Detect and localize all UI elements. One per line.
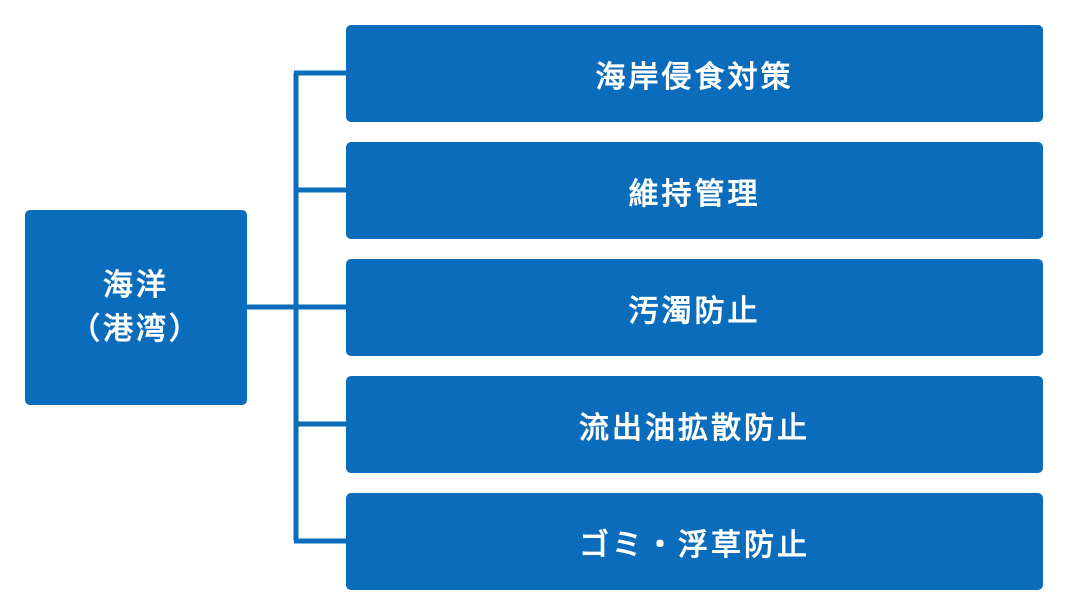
branch-node-pollution-prevention: 汚濁防止: [346, 259, 1043, 356]
branch-node-label: 維持管理: [628, 176, 761, 212]
branch-node-label: 流出油拡散防止: [579, 410, 810, 446]
branch-node-coastal-erosion: 海岸侵食対策: [346, 25, 1043, 122]
root-node-ocean: 海洋 （港湾）: [25, 210, 247, 405]
branch-node-label: ゴミ・浮草防止: [579, 527, 810, 563]
branch-node-maintenance: 維持管理: [346, 142, 1043, 239]
branch-node-label: 海岸侵食対策: [595, 59, 794, 95]
root-node-title: 海洋: [103, 267, 169, 303]
root-node-subtitle: （港湾）: [70, 311, 202, 347]
branch-node-debris-prevention: ゴミ・浮草防止: [346, 493, 1043, 590]
branch-node-label: 汚濁防止: [628, 293, 761, 329]
branch-node-oil-spill-prevention: 流出油拡散防止: [346, 376, 1043, 473]
